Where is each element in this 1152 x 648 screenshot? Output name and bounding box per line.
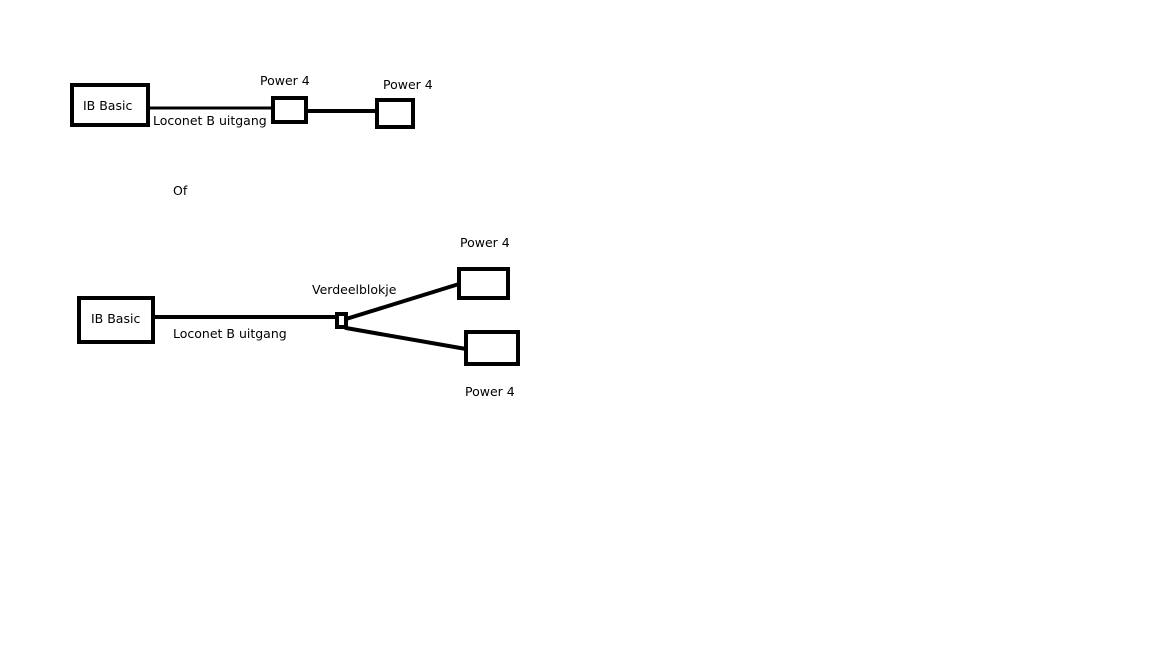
ib-basic-box-top [70,83,150,127]
power4-label-top-2: Power 4 [383,77,433,92]
power4-label-top-1: Power 4 [260,73,310,88]
power4-label-bottom-1: Power 4 [460,235,510,250]
separator-label: Of [173,183,188,198]
power4-box-top-1 [271,96,308,124]
power4-box-top-2 [375,98,415,129]
power4-box-bottom-1 [457,267,510,300]
splitter-box [335,312,348,329]
branch-cable-upper [344,282,461,321]
power4-box-bottom-2 [464,330,520,366]
ib-basic-label-top: IB Basic [83,98,132,113]
diagram-daisy-chain: IB Basic Loconet B uitgang Power 4 Power… [70,73,433,129]
loconet-cable-label-top: Loconet B uitgang [153,113,267,128]
ib-basic-box-bottom [77,296,155,344]
ib-basic-label-bottom: IB Basic [91,311,140,326]
branch-cable-lower [344,326,468,351]
diagram-splitter: IB Basic Loconet B uitgang Verdeelblokje… [77,235,520,399]
loconet-cable-label-bottom: Loconet B uitgang [173,326,287,341]
power4-label-bottom-2: Power 4 [465,384,515,399]
splitter-label: Verdeelblokje [312,282,397,297]
